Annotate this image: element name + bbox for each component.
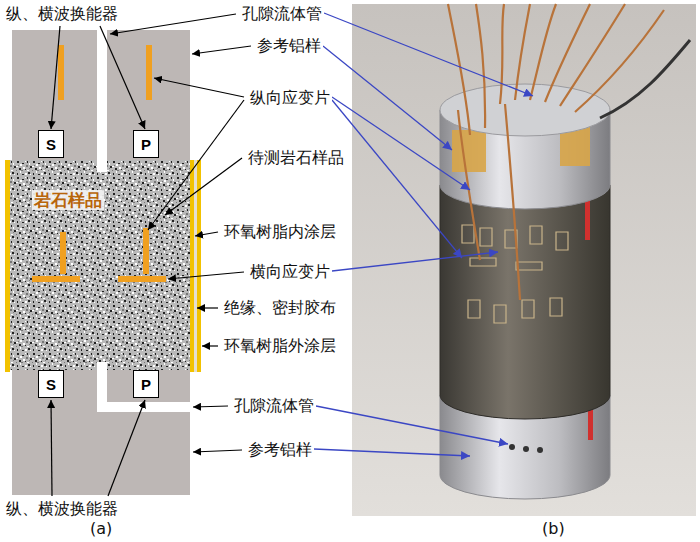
- callout-label: 孔隙流体管: [232, 396, 316, 415]
- photo-red-mark: [588, 410, 593, 440]
- epoxy-inner-coating: [190, 160, 194, 372]
- leader-line: [148, 100, 244, 230]
- leader-line: [100, 26, 145, 129]
- callout-label: 纵、横波换能器: [4, 499, 120, 518]
- leader-line: [168, 272, 244, 279]
- callout-label: 孔隙流体管: [240, 4, 324, 23]
- callout-label: 纵向应变片: [248, 88, 332, 107]
- photo-wires: [448, 4, 664, 300]
- photo-rock-band: [440, 185, 610, 419]
- photo-leader-line: [316, 406, 508, 444]
- photo-leader-line: [324, 13, 533, 96]
- callout-label: 环氧树脂外涂层: [222, 336, 338, 355]
- leader-line: [193, 450, 242, 452]
- callout-label: 参考铝样: [246, 440, 314, 459]
- leader-line: [165, 158, 242, 215]
- photo-ground: [352, 4, 696, 516]
- photo-hole: [509, 444, 515, 450]
- callout-label: 横向应变片: [248, 262, 332, 281]
- strain-gauge: [32, 276, 80, 282]
- photo-leader-line: [332, 252, 498, 271]
- strain-gauge: [58, 45, 64, 100]
- photo-red-mark: [585, 200, 590, 240]
- callout-label: 待测岩石样品: [246, 148, 346, 167]
- leader-line: [202, 345, 218, 346]
- callout-label: 参考铝样: [255, 36, 323, 55]
- epoxy-outer-coating: [197, 160, 201, 372]
- photo-leader-line: [314, 449, 470, 456]
- callout-label: 纵、横波换能器: [4, 4, 120, 23]
- node-text: S: [46, 136, 56, 153]
- pore-fluid-tube: [97, 30, 107, 172]
- callout-label: 绝缘、密封胶布: [222, 298, 338, 317]
- node-text: P: [141, 376, 151, 393]
- callout-label: 环氧树脂内涂层: [222, 222, 338, 241]
- photo-leader-line: [332, 100, 462, 258]
- strain-gauge: [143, 228, 149, 274]
- callout-label: (b): [540, 519, 567, 538]
- epoxy-inner-coating: [5, 160, 10, 372]
- leader-line: [51, 400, 52, 496]
- photo-leader-line: [332, 97, 470, 190]
- node-text: 岩石样品: [32, 190, 104, 210]
- leader-line: [192, 46, 251, 54]
- rock-texture: [10, 160, 190, 370]
- leader-line: [197, 307, 218, 308]
- s-wave-transducer: S: [38, 130, 64, 158]
- p-wave-transducer: P: [133, 370, 159, 398]
- leader-line: [110, 14, 236, 34]
- leader-line: [51, 26, 60, 129]
- photo-hole: [537, 447, 543, 453]
- rock-sample: 岩石样品: [10, 160, 190, 370]
- node-text: P: [141, 136, 151, 153]
- leader-line: [195, 232, 218, 236]
- photo-hole: [523, 446, 529, 452]
- strain-gauge: [146, 45, 152, 100]
- strain-gauge: [60, 232, 66, 274]
- leader-line: [108, 400, 145, 496]
- callout-label: (a): [88, 519, 114, 538]
- s-wave-transducer: S: [38, 370, 64, 398]
- p-wave-transducer: P: [133, 130, 159, 158]
- strain-gauge: [118, 276, 166, 282]
- node-text: S: [46, 376, 56, 393]
- photo-gauge-tape: [452, 130, 486, 172]
- leader-line: [193, 406, 228, 407]
- photo-cable: [600, 40, 690, 118]
- photo-top-cap: [440, 84, 610, 136]
- leader-line: [154, 78, 244, 97]
